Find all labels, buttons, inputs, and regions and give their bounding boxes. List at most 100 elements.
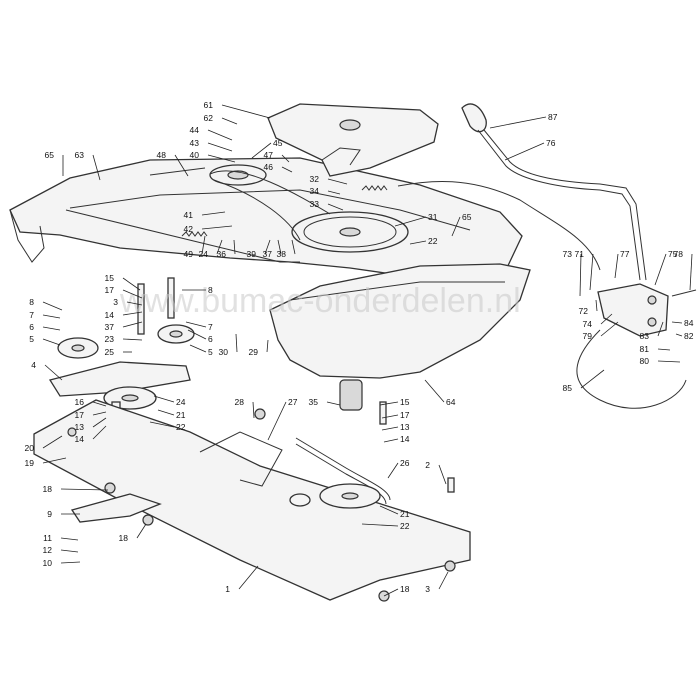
leader-line-74 [600,313,613,325]
part-label-12: 12 [43,545,53,555]
leader-line-22 [361,523,399,527]
part-label-31: 31 [428,212,438,222]
part-label-75: 75 [668,249,678,259]
leader-line-83 [657,321,664,337]
leader-line-38 [291,239,296,255]
part-label-74: 74 [583,319,593,329]
leader-line-63 [92,154,101,181]
part-label-84: 84 [684,318,694,328]
part-label-79: 79 [583,331,593,341]
part-label-5: 5 [208,347,213,357]
part-label-16: 16 [75,397,85,407]
part-label-38: 38 [277,249,287,259]
part-label-17: 17 [75,410,85,420]
leader-line-46 [281,166,293,173]
leader-line-28 [252,401,255,419]
leader-line-19 [42,457,67,464]
part-label-35: 35 [309,397,319,407]
upper-left-pulley [209,164,267,186]
part-label-36: 36 [217,249,227,259]
leader-line-79 [600,321,619,337]
part-label-61: 61 [204,100,214,110]
leader-line-12 [60,549,79,553]
part-label-44: 44 [190,125,200,135]
leader-line-77 [614,253,619,279]
leader-line-23 [122,338,143,341]
part-label-5: 5 [29,334,34,344]
part-label-78: 78 [674,249,684,259]
leader-line-7 [42,314,61,319]
part-label-14: 14 [105,310,115,320]
part-label-25: 25 [105,347,115,357]
part-label-2: 2 [425,460,430,470]
part-label-6: 6 [208,334,213,344]
part-label-30: 30 [219,347,229,357]
part-label-49: 49 [184,249,194,259]
leader-line-49 [201,235,206,255]
part-label-34: 34 [310,186,320,196]
part-label-24: 24 [176,397,186,407]
leader-line-15 [122,277,141,291]
part-label-19: 19 [25,458,35,468]
leader-line-81 [657,348,671,351]
leader-line-37 [122,321,143,328]
leader-line-41 [201,211,226,216]
leader-line-62 [221,117,238,125]
part-label-21: 21 [176,410,186,420]
part-label-65: 65 [45,150,55,160]
part-label-46: 46 [264,162,274,172]
part-label-40: 40 [190,150,200,160]
spring-49 [181,231,208,237]
part-label-77: 77 [620,249,630,259]
leader-line-44 [207,129,233,141]
leader-line-48 [174,154,189,177]
part-label-73: 73 [563,249,573,259]
part-label-65: 65 [462,212,472,222]
part-label-8: 8 [29,297,34,307]
part-label-15: 15 [400,397,410,407]
part-label-3: 3 [425,584,430,594]
leader-line-1 [238,565,259,590]
leader-line-24 [216,239,223,255]
part-label-43: 43 [190,138,200,148]
leader-line-3 [126,301,143,306]
part-label-37: 37 [105,322,115,332]
part-label-23: 23 [105,334,115,344]
leader-line-3 [438,571,449,590]
part-label-33: 33 [310,199,320,209]
part-label-15: 15 [105,273,115,283]
part-label-85: 85 [563,383,573,393]
leader-line-10 [60,561,81,564]
leader-line-14 [383,438,399,443]
leader-line-15 [379,401,399,406]
leader-line-17 [92,411,107,416]
part-label-22: 22 [428,236,438,246]
part-label-81: 81 [640,344,650,354]
part-label-45: 45 [273,138,283,148]
part-label-18: 18 [43,484,53,494]
leader-line-5 [189,344,207,353]
leader-line-13 [92,417,107,428]
leader-line-13 [381,426,399,431]
leader-line-24 [153,395,175,403]
leader-line-72 [595,299,598,312]
leader-line-5 [42,338,61,346]
base-plate [33,379,471,601]
leader-line-47 [281,154,290,163]
leader-line-21 [379,505,399,515]
leader-line-7 [185,321,207,328]
leader-line-43 [207,142,233,152]
deck-belt [209,170,331,241]
part-label-21: 21 [400,509,410,519]
part-label-39: 39 [247,249,257,259]
part-label-7: 7 [208,322,213,332]
leader-line-71 [589,253,594,291]
leader-line-40 [207,154,236,163]
deck-cover [269,263,531,379]
part-label-3: 3 [113,297,118,307]
part-label-42: 42 [184,224,194,234]
leader-line-14 [122,311,143,316]
